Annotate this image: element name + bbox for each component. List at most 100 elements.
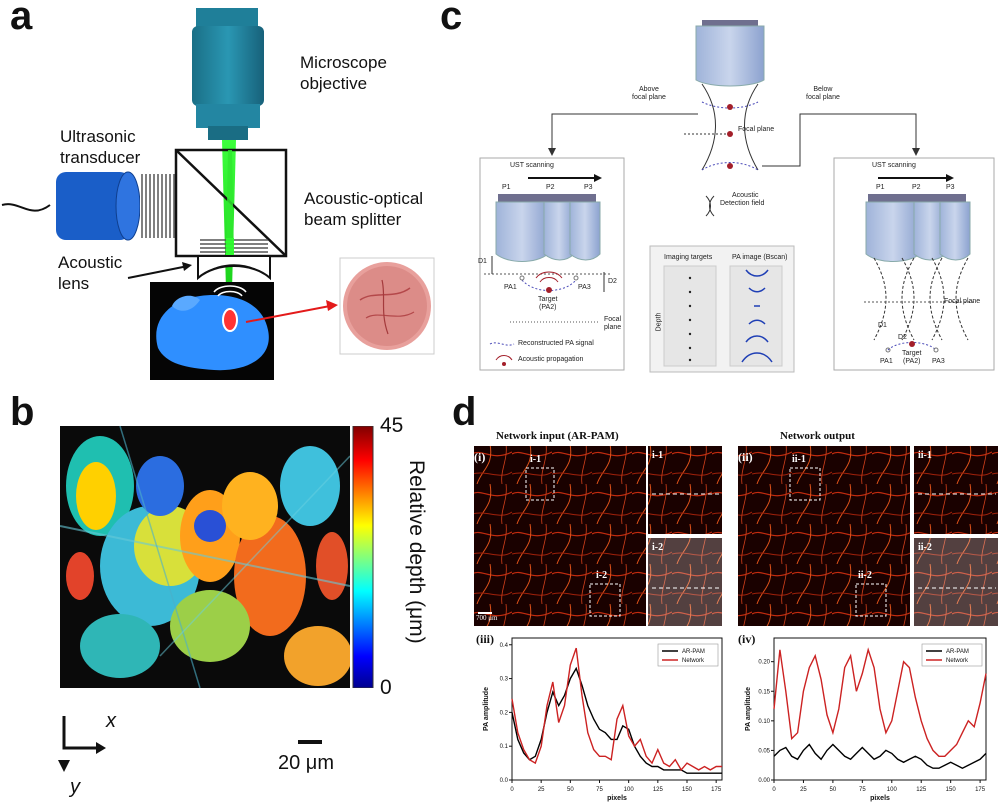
legend-reconstructed: Reconstructed PA signal bbox=[518, 340, 594, 348]
y-tick-label: 0.0 bbox=[500, 778, 509, 784]
lens-pointer-arrow bbox=[128, 262, 192, 278]
ust-scanning-left: UST scanning bbox=[510, 162, 554, 170]
x-tick-label: 75 bbox=[596, 787, 603, 793]
x-axis-label: pixels bbox=[607, 795, 627, 802]
d1-left: D1 bbox=[478, 258, 487, 266]
sub-ii-label: (ii) bbox=[738, 450, 753, 465]
sub-iv-label: (iv) bbox=[738, 632, 755, 647]
legend-propagation: Acoustic propagation bbox=[518, 356, 583, 364]
y-tick-label: 0.15 bbox=[758, 689, 770, 695]
legend-label: AR-PAM bbox=[946, 649, 969, 655]
pam-images bbox=[472, 444, 1000, 628]
network-input-title: Network input (AR-PAM) bbox=[496, 430, 619, 442]
colorbar-max: 45 bbox=[380, 414, 403, 438]
d1-right: D1 bbox=[878, 322, 887, 330]
ultrasonic-transducer-icon bbox=[2, 172, 140, 240]
d2-right: D2 bbox=[898, 334, 907, 342]
legend-label: Network bbox=[682, 658, 705, 664]
y-axis-label: PA amplitude bbox=[483, 687, 490, 731]
axis-x-label: x bbox=[106, 710, 116, 733]
objective-label: Microscopeobjective bbox=[300, 52, 387, 94]
pa3-right: PA3 bbox=[932, 358, 945, 366]
box-ii2-label: ii-2 bbox=[858, 570, 872, 581]
x-tick-label: 175 bbox=[711, 787, 722, 793]
p3-left: P3 bbox=[584, 184, 593, 192]
panel-label-d: d bbox=[452, 392, 476, 432]
x-tick-label: 150 bbox=[946, 787, 957, 793]
microscope-objective-icon bbox=[192, 8, 264, 140]
focal-plane-right: Focal plane bbox=[944, 298, 980, 306]
ust-scanning-right: UST scanning bbox=[872, 162, 916, 170]
legend-label: AR-PAM bbox=[682, 649, 705, 655]
x-tick-label: 0 bbox=[772, 787, 776, 793]
pam-scalebar-label: 700 μm bbox=[476, 614, 497, 622]
p1-left: P1 bbox=[502, 184, 511, 192]
y-tick-label: 0.3 bbox=[500, 677, 509, 683]
x-axis-label: pixels bbox=[870, 795, 890, 802]
box-i1-label: i-1 bbox=[530, 454, 541, 465]
inset-ii1-label: ii-1 bbox=[918, 450, 932, 461]
x-tick-label: 75 bbox=[859, 787, 866, 793]
cortex-photo bbox=[340, 258, 434, 354]
panel-label-c: c bbox=[440, 0, 462, 36]
x-tick-label: 25 bbox=[800, 787, 807, 793]
d2-left: D2 bbox=[608, 278, 617, 286]
x-tick-label: 150 bbox=[682, 787, 693, 793]
pa-image-label: PA image (Bscan) bbox=[732, 254, 788, 262]
box-ii1-label: ii-1 bbox=[792, 454, 806, 465]
x-tick-label: 25 bbox=[538, 787, 545, 793]
scale-bar-label: 20 μm bbox=[278, 752, 334, 775]
axis-y-label: y bbox=[70, 776, 80, 799]
imaging-targets-label: Imaging targets bbox=[664, 254, 712, 262]
y-tick-label: 0.20 bbox=[758, 660, 770, 666]
p3-right: P3 bbox=[946, 184, 955, 192]
colorbar bbox=[352, 426, 374, 688]
sub-i-label: (i) bbox=[474, 450, 485, 465]
p1-right: P1 bbox=[876, 184, 885, 192]
acoustic-lens-icon bbox=[198, 256, 270, 278]
inset-i2-label: i-2 bbox=[652, 542, 663, 553]
y-tick-label: 0.00 bbox=[758, 778, 770, 784]
pa1-right: PA1 bbox=[880, 358, 893, 366]
scale-bar bbox=[298, 740, 322, 744]
series-line-network bbox=[512, 648, 722, 770]
network-output-title: Network output bbox=[780, 430, 855, 442]
x-tick-label: 125 bbox=[916, 787, 927, 793]
depth-map-image bbox=[60, 426, 350, 688]
series-line-arpam bbox=[774, 745, 986, 769]
target-right: Target(PA2) bbox=[902, 350, 921, 366]
pa1-left: PA1 bbox=[504, 284, 517, 292]
p2-right: P2 bbox=[912, 184, 921, 192]
focal-plane-label: Focal plane bbox=[738, 126, 774, 134]
x-tick-label: 100 bbox=[887, 787, 898, 793]
y-tick-label: 0.10 bbox=[758, 719, 770, 725]
colorbar-min: 0 bbox=[380, 676, 392, 700]
box-i2-label: i-2 bbox=[596, 570, 607, 581]
mouse-model-image bbox=[150, 282, 274, 380]
y-tick-label: 0.2 bbox=[500, 710, 509, 716]
inset-ii2-label: ii-2 bbox=[918, 542, 932, 553]
sub-iii-label: (iii) bbox=[476, 632, 494, 647]
y-tick-label: 0.1 bbox=[500, 744, 509, 750]
x-tick-label: 175 bbox=[975, 787, 986, 793]
pa3-left: PA3 bbox=[578, 284, 591, 292]
depth-label: Depth bbox=[655, 313, 663, 332]
colorbar-label: Relative depth (μm) bbox=[404, 460, 428, 644]
x-tick-label: 100 bbox=[624, 787, 635, 793]
x-tick-label: 125 bbox=[653, 787, 664, 793]
p2-left: P2 bbox=[546, 184, 555, 192]
x-tick-label: 50 bbox=[567, 787, 574, 793]
y-axis-label: PA amplitude bbox=[745, 687, 752, 731]
legend-label: Network bbox=[946, 658, 969, 664]
y-tick-label: 0.05 bbox=[758, 748, 770, 754]
target-left: Target(PA2) bbox=[538, 296, 557, 312]
x-tick-label: 0 bbox=[510, 787, 514, 793]
